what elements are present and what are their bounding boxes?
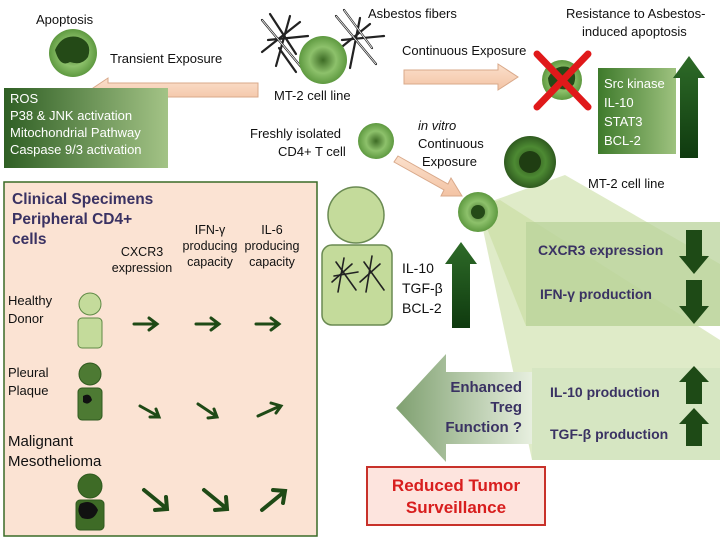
continuous-exposure-arrow — [403, 63, 519, 91]
left-box-item: Mitochondrial Pathway — [10, 125, 141, 140]
red-x-icon — [533, 50, 592, 111]
continuous-exposure-label: Continuous Exposure — [402, 43, 527, 58]
transient-exposure-label: Transient Exposure — [110, 51, 223, 66]
clinical-title-line: Peripheral CD4+ — [12, 211, 133, 228]
fresh-cd4-label-line1: Freshly isolated — [250, 126, 342, 141]
apoptosis-label: Apoptosis — [36, 12, 94, 27]
up-arrow-cd4-icon — [445, 242, 477, 328]
in-vitro-arrow — [393, 155, 463, 197]
person-with-asbestos-icon — [321, 186, 393, 326]
cd4-marker: BCL-2 — [402, 300, 442, 316]
row-label-line: Plaque — [8, 383, 49, 398]
column-header-line: capacity — [249, 255, 295, 269]
left-mechanism-box: ROS P38 & JNK activation Mitochondrial P… — [10, 90, 142, 158]
column-header-ifn: IFN-γ producing capacity — [170, 222, 250, 270]
left-box-item: ROS — [10, 91, 39, 106]
row-label-mesothelioma: Malignant Mesothelioma — [8, 432, 101, 472]
in-vitro-exposure-label: Exposure — [422, 154, 477, 169]
in-vitro-label: in vitro — [418, 118, 457, 133]
reduced-tumor-surveillance-box: Reduced Tumor Surveillance — [366, 466, 546, 526]
column-header-line: producing — [244, 239, 300, 253]
apoptotic-cell-icon — [49, 29, 97, 77]
column-header-line: expression — [111, 261, 173, 275]
right-marker-box: Src kinase IL-10 STAT3 BCL-2 — [604, 74, 665, 150]
cd4-marker: TGF-β — [402, 280, 443, 296]
column-header-line: CXCR3 — [120, 245, 164, 259]
mt2-cell-top-icon — [299, 36, 347, 84]
mesothelioma-icon — [75, 473, 105, 531]
treg-line: Enhanced — [450, 379, 522, 396]
resistance-label-line2: induced apoptosis — [582, 24, 687, 39]
mt2-top-label: MT-2 cell line — [274, 88, 351, 103]
column-header-il6: IL-6 producing capacity — [232, 222, 312, 270]
row-label-line: Healthy — [8, 293, 53, 308]
right-box-item: IL-10 — [604, 95, 634, 110]
right-box-item: STAT3 — [604, 114, 643, 129]
up-arrow-resistance-icon — [673, 56, 705, 158]
treg-arrow — [396, 354, 532, 462]
column-header-line: IFN-γ — [194, 223, 226, 237]
right-box-item: BCL-2 — [604, 133, 641, 148]
il10-panel-label: IL-10 production — [550, 384, 660, 400]
row-label-line: Malignant — [8, 433, 74, 450]
plaque-trend-arrows — [138, 401, 284, 420]
column-header-line: IL-6 — [261, 223, 283, 237]
clinical-title-line: Clinical Specimens — [12, 191, 154, 208]
mesothelioma-trend-arrows — [142, 488, 288, 512]
row-label-plaque: Pleural Plaque — [8, 364, 48, 400]
asbestos-fibers-label: Asbestos fibers — [368, 6, 457, 21]
row-label-line: Donor — [8, 311, 44, 326]
ifn-down-arrow-icon — [679, 280, 709, 324]
treg-line: Treg — [490, 399, 522, 416]
clinical-title-line: cells — [12, 231, 47, 248]
resistance-label-line1: Resistance to Asbestos- — [566, 6, 706, 21]
fresh-cd4-label-line2: CD4+ T cell — [278, 144, 346, 159]
treg-line: Function ? — [445, 419, 522, 436]
column-header-line: producing — [182, 239, 238, 253]
left-box-item: Caspase 9/3 activation — [10, 142, 142, 157]
fresh-cd4-cell-icon — [358, 123, 394, 159]
reduced-line: Surveillance — [405, 498, 507, 517]
right-box-item: Src kinase — [604, 76, 665, 91]
tgf-up-arrow-icon — [679, 408, 709, 446]
reduced-line: Reduced Tumor — [391, 476, 521, 495]
healthy-donor-icon — [77, 292, 103, 349]
healthy-trend-arrows — [132, 316, 282, 332]
clinical-title: Clinical Specimens Peripheral CD4+ cells — [12, 190, 153, 250]
row-label-line: Pleural — [8, 365, 49, 380]
pleural-plaque-icon — [77, 362, 103, 421]
cxcr3-panel-label: CXCR3 expression — [538, 242, 664, 258]
mt2-right-label: MT-2 cell line — [588, 176, 665, 191]
left-box-item: P38 & JNK activation — [10, 108, 133, 123]
row-label-line: Mesothelioma — [8, 453, 102, 470]
ifn-panel-label: IFN-γ production — [540, 286, 652, 302]
right-marker-box-bg — [598, 68, 676, 154]
column-header-line: capacity — [187, 255, 233, 269]
cxcr3-down-arrow-icon — [679, 230, 709, 274]
in-vitro-continuous-label: Continuous — [418, 136, 484, 151]
left-mechanism-box-bg — [4, 88, 168, 168]
tgf-panel-label: TGF-β production — [550, 426, 669, 442]
row-label-healthy: Healthy Donor — [8, 292, 52, 328]
clinical-specimens-box — [3, 181, 318, 537]
cd4-marker: IL-10 — [402, 260, 434, 276]
cd4-marker-list: IL-10 TGF-β BCL-2 — [402, 258, 443, 318]
column-header-cxcr3: CXCR3 expression — [102, 244, 182, 276]
il10-up-arrow-icon — [679, 366, 709, 404]
treg-function-label: Enhanced Treg Function ? — [420, 378, 522, 438]
